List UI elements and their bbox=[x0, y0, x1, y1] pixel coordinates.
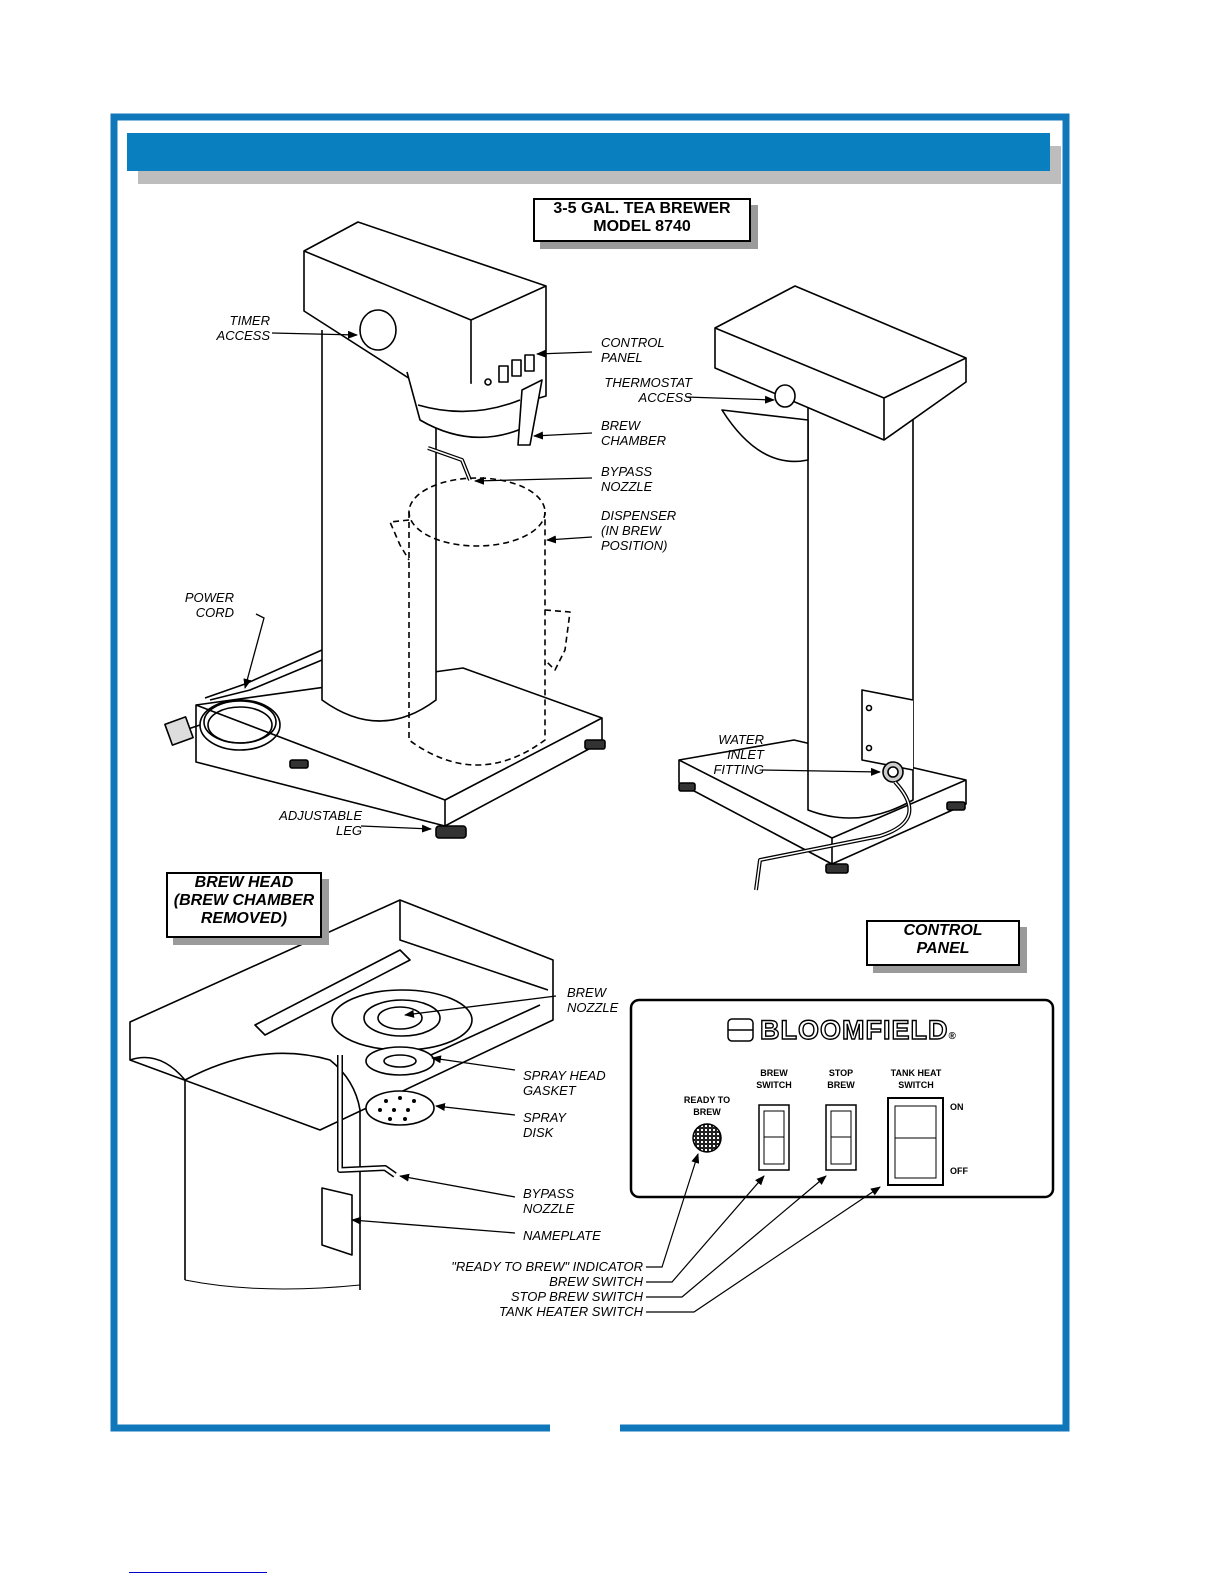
power-plug bbox=[164, 716, 194, 746]
label-bypass-nozzle-head: BYPASS NOZZLE bbox=[523, 1186, 575, 1216]
label-brew-chamber: BREW CHAMBER bbox=[601, 418, 667, 448]
front-column bbox=[321, 330, 437, 722]
model-title-box: 3-5 GAL. TEA BREWER MODEL 8740 bbox=[533, 198, 751, 242]
brew-head-callout-lines bbox=[351, 995, 557, 1234]
panel-on-label: ON bbox=[950, 1102, 964, 1112]
label-adjustable-leg: ADJUSTABLE LEG bbox=[279, 808, 362, 838]
brew-head-line-1: BREW HEAD bbox=[194, 874, 294, 891]
label-power-cord: POWER CORD bbox=[184, 590, 234, 620]
header-bar bbox=[127, 133, 1061, 184]
ready-to-brew-light bbox=[692, 1123, 722, 1153]
nameplate bbox=[321, 1187, 353, 1256]
brew-switch-rocker bbox=[758, 1104, 790, 1171]
callout-tank-heater-switch: TANK HEATER SWITCH bbox=[499, 1304, 643, 1319]
label-dispenser: DISPENSER (IN BREW POSITION) bbox=[601, 508, 677, 553]
label-control-panel: CONTROL PANEL bbox=[601, 335, 665, 365]
panel-ready-to-brew: READY TO BREW bbox=[683, 1095, 731, 1117]
label-nameplate: NAMEPLATE bbox=[523, 1228, 601, 1243]
brand-name: BLOOMFIELD® bbox=[759, 1014, 957, 1045]
tank-heat-switch-rocker bbox=[887, 1097, 944, 1186]
stop-brew-switch-rocker bbox=[825, 1104, 857, 1171]
page-frame bbox=[110, 113, 1070, 1432]
front-top-box bbox=[303, 221, 547, 419]
control-callout-lines bbox=[646, 1153, 881, 1313]
registered-mark: ® bbox=[948, 1031, 957, 1042]
side-top-box bbox=[714, 285, 967, 441]
label-spray-disk: SPRAY DISK bbox=[523, 1110, 567, 1140]
side-callout-lines bbox=[685, 395, 881, 776]
control-panel-face bbox=[629, 998, 1055, 1199]
label-water-inlet-fitting: WATER INLET FITTING bbox=[713, 732, 764, 777]
spray-disk bbox=[365, 1090, 435, 1126]
control-panel-line-2: PANEL bbox=[916, 940, 970, 957]
label-brew-nozzle: BREW NOZZLE bbox=[567, 985, 619, 1015]
adjustable-leg bbox=[435, 825, 467, 839]
front-callout-lines bbox=[243, 330, 593, 833]
timer-access-knob bbox=[359, 309, 397, 351]
brew-head-drawing bbox=[129, 899, 554, 1290]
label-timer-access: TIMER ACCESS bbox=[216, 313, 270, 343]
brew-nozzle bbox=[377, 1006, 423, 1030]
callout-ready-indicator: "READY TO BREW" INDICATOR bbox=[451, 1259, 643, 1274]
title-line-1: 3-5 GAL. TEA BREWER bbox=[553, 200, 731, 217]
label-thermostat-access: THERMOSTAT ACCESS bbox=[604, 375, 692, 405]
callout-brew-switch: BREW SWITCH bbox=[549, 1274, 643, 1289]
label-spray-head-gasket: SPRAY HEAD GASKET bbox=[523, 1068, 606, 1098]
brew-head-line-3: REMOVED) bbox=[200, 910, 288, 927]
thermostat-access bbox=[774, 384, 796, 408]
title-line-2: MODEL 8740 bbox=[593, 218, 691, 235]
brew-head-line-2: (BREW CHAMBER bbox=[173, 892, 315, 909]
callout-stop-brew-switch: STOP BREW SWITCH bbox=[510, 1289, 643, 1304]
control-panel-line-1: CONTROL bbox=[903, 922, 983, 939]
control-panel-title-box: CONTROL PANEL bbox=[866, 920, 1020, 966]
brewer-front-view bbox=[164, 221, 606, 839]
panel-tank-heat-switch: TANK HEAT SWITCH bbox=[890, 1068, 942, 1090]
brew-head-title-box: BREW HEAD (BREW CHAMBER REMOVED) bbox=[166, 872, 322, 938]
label-bypass-nozzle: BYPASS NOZZLE bbox=[601, 464, 653, 494]
dispenser-outline bbox=[389, 477, 571, 766]
panel-off-label: OFF bbox=[950, 1166, 968, 1176]
footer-link-underline[interactable] bbox=[129, 1572, 267, 1573]
brewer-side-view bbox=[678, 285, 967, 891]
panel-stop-brew: STOP BREW bbox=[827, 1068, 855, 1090]
panel-brew-switch: BREW SWITCH bbox=[756, 1068, 792, 1090]
